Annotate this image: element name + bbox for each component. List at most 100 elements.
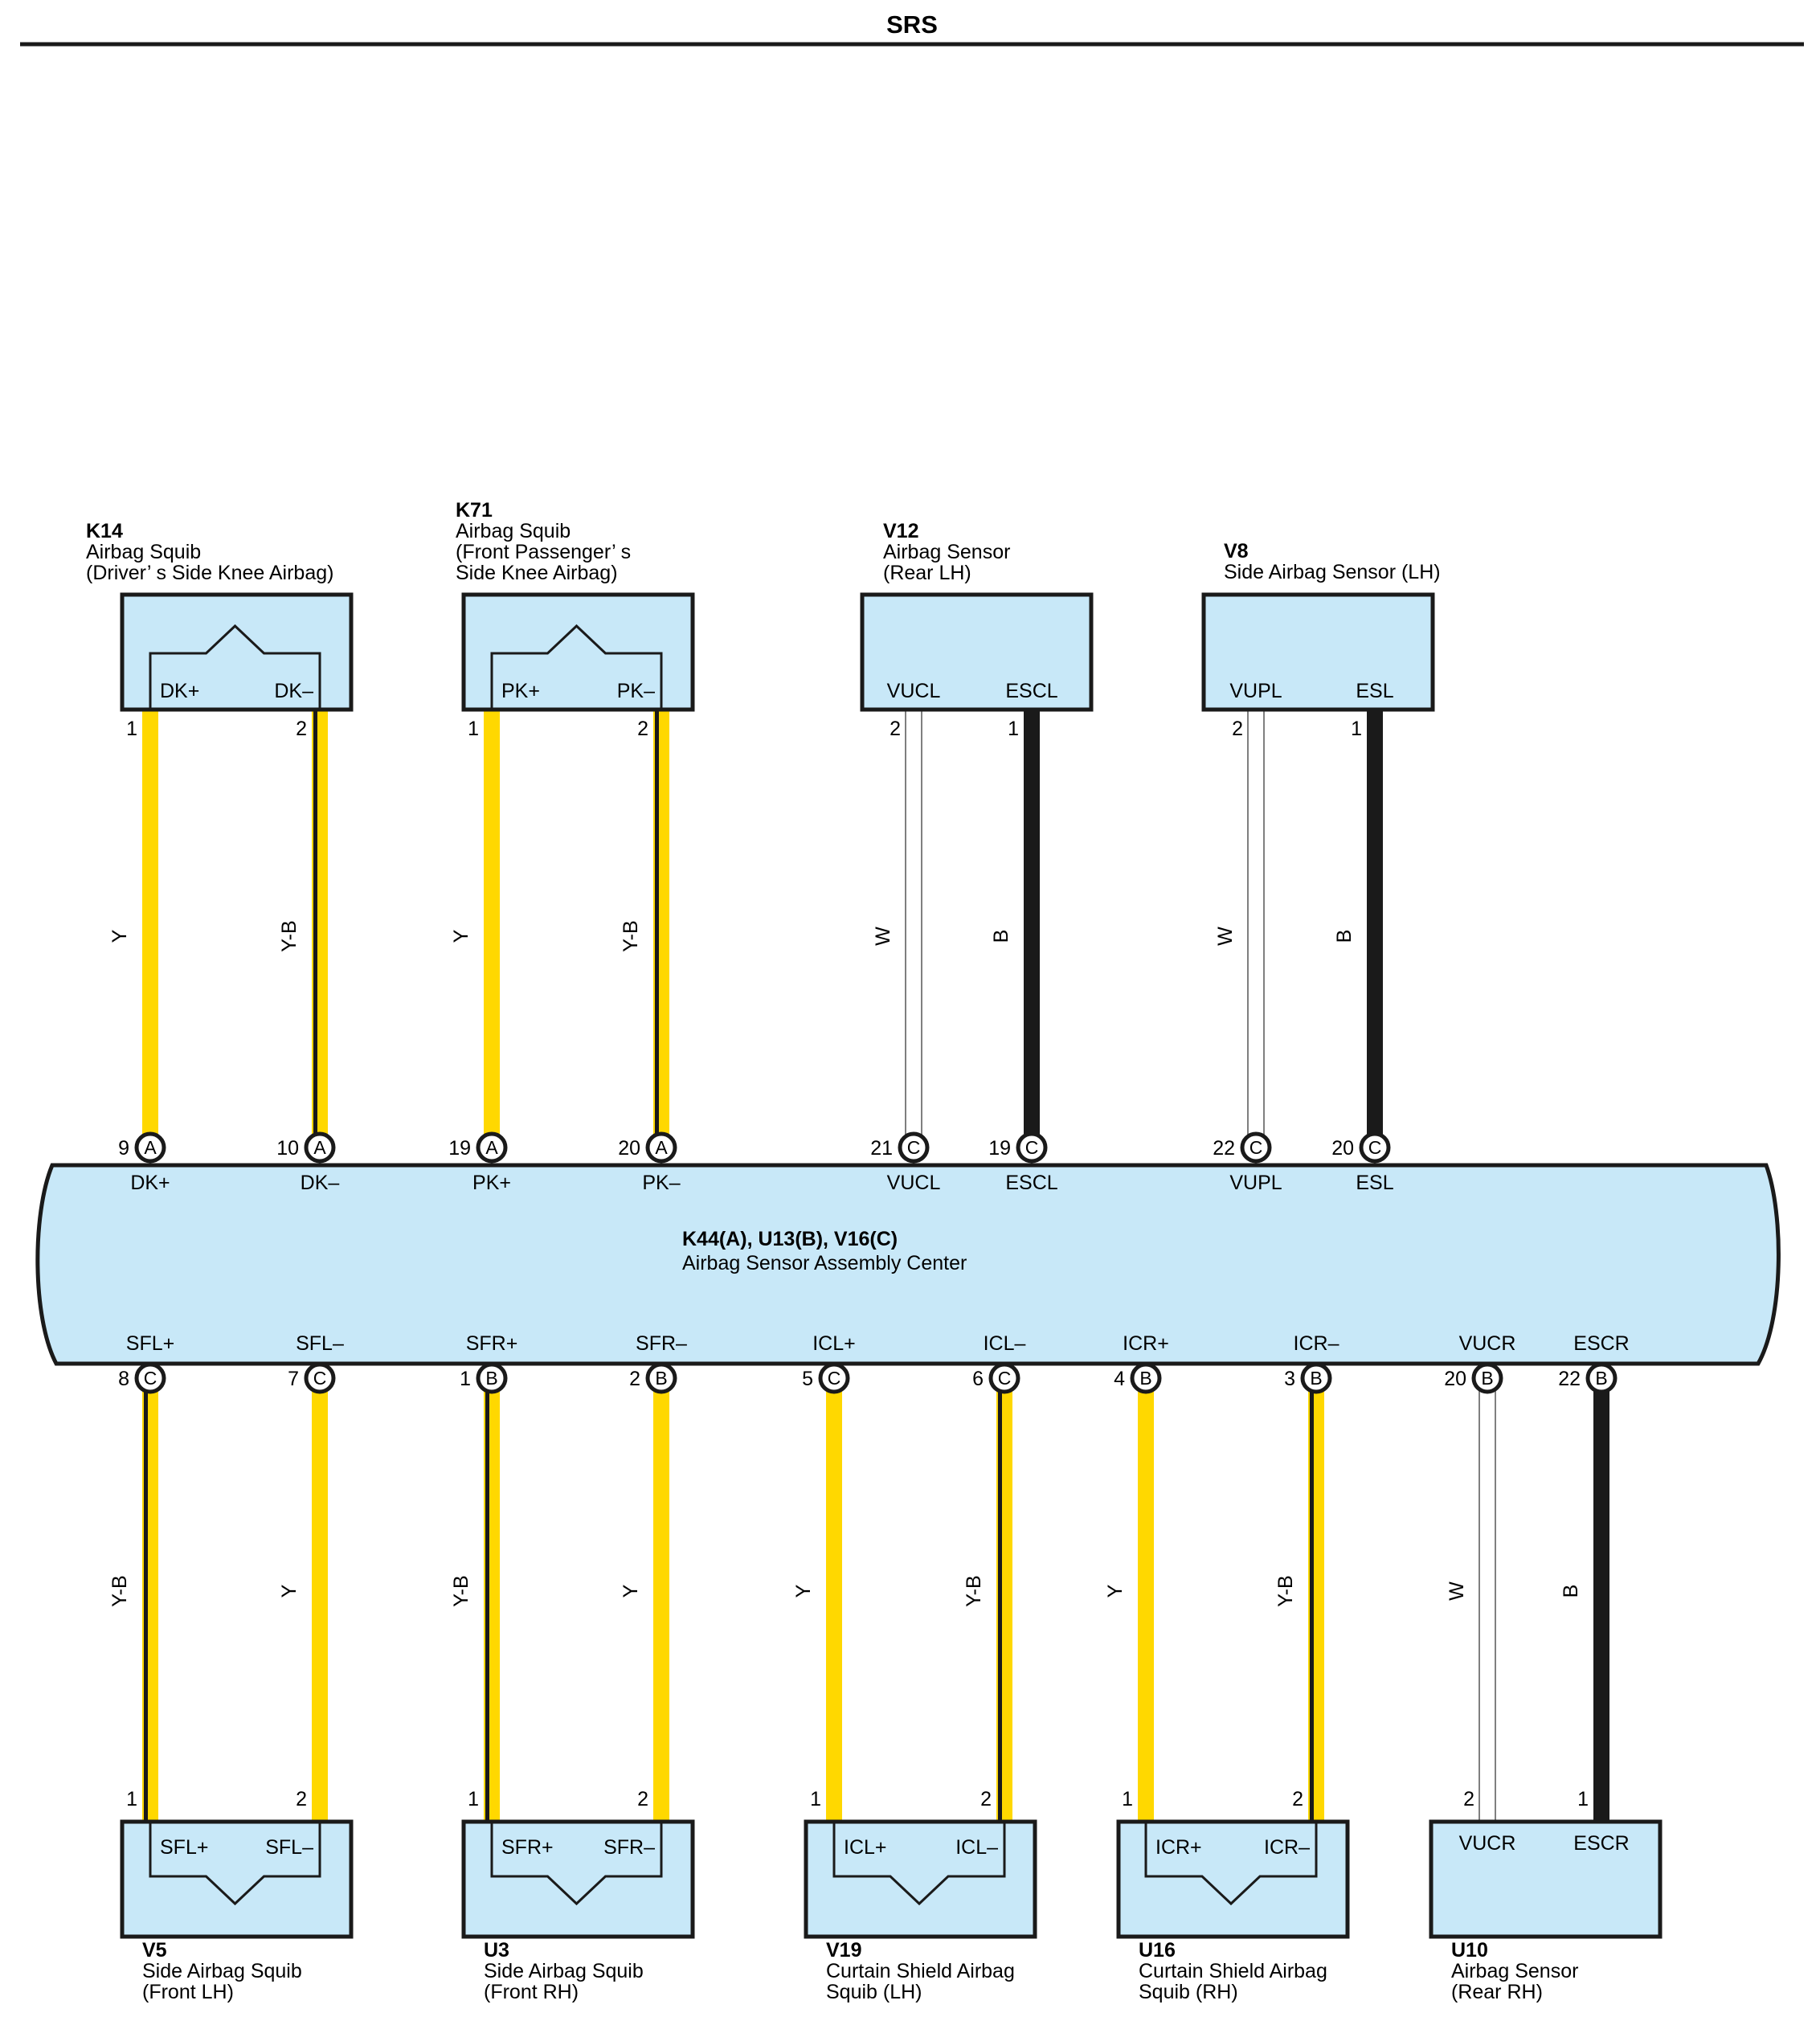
bottom-wire-color-label: Y-B bbox=[1274, 1575, 1297, 1606]
ecu-bottom-terminal: VUCR bbox=[1459, 1332, 1516, 1355]
connector-bubble bbox=[1471, 1362, 1503, 1394]
bottom-wire-color-label: Y bbox=[278, 1584, 301, 1598]
bottom-wire-color-label: Y bbox=[620, 1584, 642, 1598]
connector-letter: B bbox=[655, 1368, 667, 1389]
top-wire-color-label: Y-B bbox=[620, 920, 642, 951]
bottom-wire-0 bbox=[142, 1390, 158, 1822]
connector-name: Squib (LH) bbox=[826, 1981, 922, 2003]
connector-letter: C bbox=[313, 1368, 327, 1389]
bottom-wire-color-label: Y bbox=[792, 1584, 815, 1598]
top-wire-2 bbox=[484, 710, 500, 1135]
top-wire-0 bbox=[142, 710, 158, 1135]
ecu-pin-number: 7 bbox=[288, 1368, 299, 1390]
wire-tracer bbox=[655, 710, 659, 1135]
ecu-bottom-terminal: ICR– bbox=[1294, 1332, 1339, 1355]
connector-pin-number: 1 bbox=[1008, 718, 1019, 740]
bottom-wire-color-label: Y-B bbox=[450, 1575, 472, 1606]
ecu-pin-number: 20 bbox=[1444, 1368, 1466, 1390]
bottom-wire-2 bbox=[484, 1390, 500, 1822]
connector-terminal: PK– bbox=[617, 680, 655, 702]
connector-terminal: ICR– bbox=[1264, 1836, 1310, 1859]
ecu-pin-number: 19 bbox=[448, 1137, 471, 1160]
connector-bubble bbox=[1359, 1131, 1391, 1164]
top-wire-7 bbox=[1367, 710, 1383, 1135]
connector-id: V12 bbox=[883, 520, 918, 542]
connector-pin-number: 2 bbox=[637, 718, 648, 740]
top-wire-color-label: B bbox=[990, 930, 1012, 943]
connector-name: Airbag Sensor bbox=[1451, 1960, 1578, 1982]
bottom-wire-color-label: W bbox=[1446, 1581, 1468, 1601]
connector-pin-number: 2 bbox=[296, 718, 307, 740]
connector-bubble bbox=[134, 1131, 166, 1164]
connector-letter: C bbox=[144, 1368, 157, 1389]
connector-letter: C bbox=[998, 1368, 1012, 1389]
bottom-ecu-bubble: C7 bbox=[288, 1362, 336, 1394]
top-wire-color-label: Y bbox=[450, 929, 472, 943]
connector-id: K14 bbox=[86, 520, 123, 542]
wire-fill bbox=[653, 1390, 669, 1822]
ecu-pin-number: 22 bbox=[1558, 1368, 1581, 1390]
ecu-pin-number: 8 bbox=[118, 1368, 129, 1390]
ecu-pin-number: 4 bbox=[1114, 1368, 1125, 1390]
connector-terminal: PK+ bbox=[501, 680, 540, 702]
connector-bubble bbox=[988, 1362, 1020, 1394]
connector-name: Squib (RH) bbox=[1139, 1981, 1238, 2003]
connector-letter: B bbox=[1310, 1368, 1322, 1389]
wire-fill bbox=[1024, 710, 1040, 1135]
top-wire-color-label: Y bbox=[108, 929, 131, 943]
connector-pin-number: 1 bbox=[1351, 718, 1362, 740]
connector-letter: C bbox=[907, 1137, 921, 1158]
connector-bubble bbox=[1130, 1362, 1162, 1394]
connector-pin-number: 2 bbox=[1292, 1788, 1303, 1810]
connector-terminal: ESCR bbox=[1573, 1832, 1629, 1855]
connector-name: (Front RH) bbox=[484, 1981, 579, 2003]
wire-fill bbox=[142, 710, 158, 1135]
ecu-top-terminal: DK– bbox=[301, 1172, 340, 1194]
squib-symbol bbox=[149, 624, 321, 710]
top-wire-color-label: W bbox=[1214, 927, 1237, 946]
top-ecu-bubble: A 19 bbox=[448, 1131, 508, 1164]
connector-name: Side Knee Airbag) bbox=[456, 562, 618, 584]
ecu-pin-number: 20 bbox=[1331, 1137, 1354, 1160]
connector-terminal: ESL bbox=[1356, 680, 1393, 702]
connector-pin-number: 2 bbox=[637, 1788, 648, 1810]
top-ecu-bubble: C19 bbox=[988, 1131, 1048, 1164]
ecu-pin-number: 9 bbox=[118, 1137, 129, 1160]
bottom-wire-color-label: B bbox=[1560, 1585, 1582, 1598]
top-wire-1 bbox=[312, 710, 328, 1135]
ecu-pin-number: 21 bbox=[870, 1137, 893, 1160]
bottom-ecu-bubble: B22 bbox=[1558, 1362, 1618, 1394]
ecu-bottom-terminal: ICR+ bbox=[1123, 1332, 1169, 1355]
connector-terminal: SFL– bbox=[265, 1836, 313, 1859]
bottom-wire-5 bbox=[996, 1390, 1012, 1822]
connector-box bbox=[120, 1819, 354, 1939]
connector-box bbox=[1201, 592, 1435, 712]
connector-letter: A bbox=[485, 1137, 498, 1158]
wire-tracer bbox=[485, 1390, 489, 1822]
connector-name: Side Airbag Squib bbox=[142, 1960, 302, 1982]
connector-pin-number: 1 bbox=[468, 1788, 479, 1810]
ecu-id: K44(A), U13(B), V16(C) bbox=[682, 1228, 898, 1250]
ecu-bottom-terminal: SFR– bbox=[636, 1332, 687, 1355]
wire-fill bbox=[905, 709, 922, 1136]
ecu-name: Airbag Sensor Assembly Center bbox=[682, 1252, 967, 1274]
top-wire-5 bbox=[1024, 710, 1040, 1135]
squib-symbol bbox=[490, 1822, 663, 1906]
connector-pin-number: 2 bbox=[296, 1788, 307, 1810]
top-wire-6 bbox=[1247, 709, 1265, 1136]
top-wire-3 bbox=[653, 710, 669, 1135]
bottom-wire-7 bbox=[1308, 1390, 1324, 1822]
wire-fill bbox=[1247, 709, 1265, 1136]
connector-name: (Rear RH) bbox=[1451, 1981, 1543, 2003]
connector-terminal: ICL+ bbox=[844, 1836, 887, 1859]
connector-name: (Driver’ s Side Knee Airbag) bbox=[86, 562, 333, 584]
top-wire-color-label: W bbox=[872, 927, 894, 946]
connector-bubble bbox=[1016, 1131, 1048, 1164]
connector-id: V5 bbox=[142, 1939, 167, 1962]
bottom-ecu-bubble: C5 bbox=[802, 1362, 850, 1394]
ecu-body bbox=[35, 1163, 1781, 1366]
connector-pin-number: 1 bbox=[810, 1788, 821, 1810]
